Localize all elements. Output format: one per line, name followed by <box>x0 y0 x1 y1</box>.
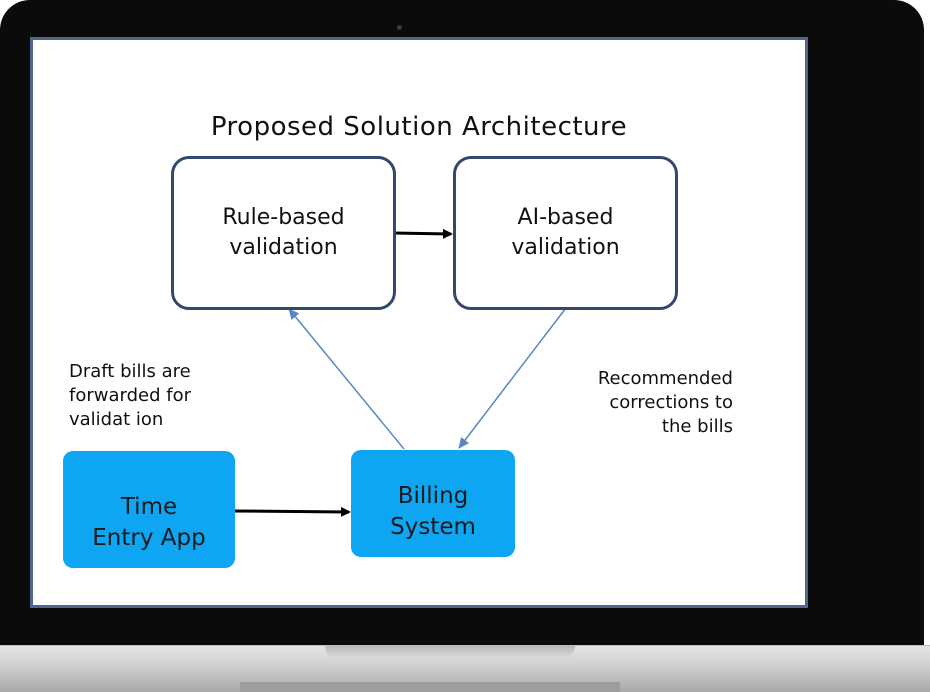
time-entry-app-label: Time Entry App <box>92 493 206 551</box>
arrow-ai-to-billing <box>458 303 570 449</box>
billing-system-node: Billing System <box>351 450 515 557</box>
ai-based-validation-label: AI-based validation <box>511 205 620 260</box>
laptop-base <box>0 645 930 692</box>
diagram-title: Proposed Solution Architecture <box>210 112 628 142</box>
laptop-screen: Proposed Solution Architecture Rule-base… <box>30 37 808 608</box>
laptop-base-shade <box>240 682 620 692</box>
rule-based-validation-label: Rule-based validation <box>222 205 345 260</box>
laptop-notch <box>325 646 575 658</box>
camera-icon <box>397 25 402 30</box>
billing-system-label: Billing System <box>390 482 476 540</box>
arrow-timeentry-to-billing <box>233 506 351 517</box>
connector-layer <box>233 228 570 517</box>
corrections-annotation: Recommended corrections to the bills <box>597 368 733 437</box>
arrow-billing-to-rule <box>288 308 405 450</box>
arrow-rule-to-ai <box>392 228 453 239</box>
ai-based-validation-node: AI-based validation <box>453 156 678 310</box>
rule-based-validation-node: Rule-based validation <box>171 156 396 310</box>
draft-bills-annotation: Draft bills are forwarded for validat io… <box>69 361 191 430</box>
time-entry-app-node: Time Entry App <box>63 451 235 568</box>
